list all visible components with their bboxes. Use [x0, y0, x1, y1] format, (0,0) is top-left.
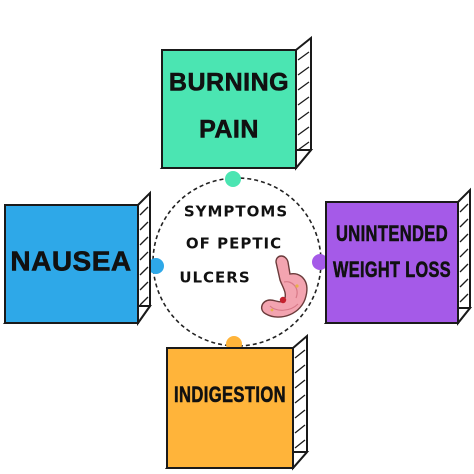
box-side-left [137, 190, 151, 327]
box-face-left [4, 204, 139, 324]
node-label-nausea: NAUSEA [10, 245, 131, 276]
node-nausea: NAUSEA [2, 190, 152, 327]
connector-dot-right [312, 254, 328, 270]
box-face-bottom [166, 347, 294, 469]
center-title-line-1: SYMPTOMS [184, 203, 288, 221]
box-side-top [295, 35, 312, 171]
connector-dot-left [148, 258, 164, 274]
node-label-indigestion: INDIGESTION [174, 382, 286, 407]
node-burning-pain: BURNING PAIN [159, 35, 314, 171]
box-side-bottom [292, 333, 308, 471]
connector-dot-top [225, 171, 241, 187]
center-title-line-2: OF PEPTIC [186, 235, 282, 253]
node-indigestion: INDIGESTION [164, 333, 310, 471]
node-label-burning: BURNING [169, 69, 289, 97]
box-face-top [161, 49, 297, 169]
node-label-pain: PAIN [199, 116, 259, 144]
node-weight-loss: UNINTENDED WEIGHT LOSS [323, 187, 473, 326]
stomach-ulcer-icon [260, 255, 308, 318]
box-face-right [325, 201, 459, 324]
node-label-unintended: UNINTENDED [336, 221, 448, 246]
node-label-weight-loss: WEIGHT LOSS [333, 257, 451, 282]
center-title-line-3: ULCERS [179, 269, 250, 287]
